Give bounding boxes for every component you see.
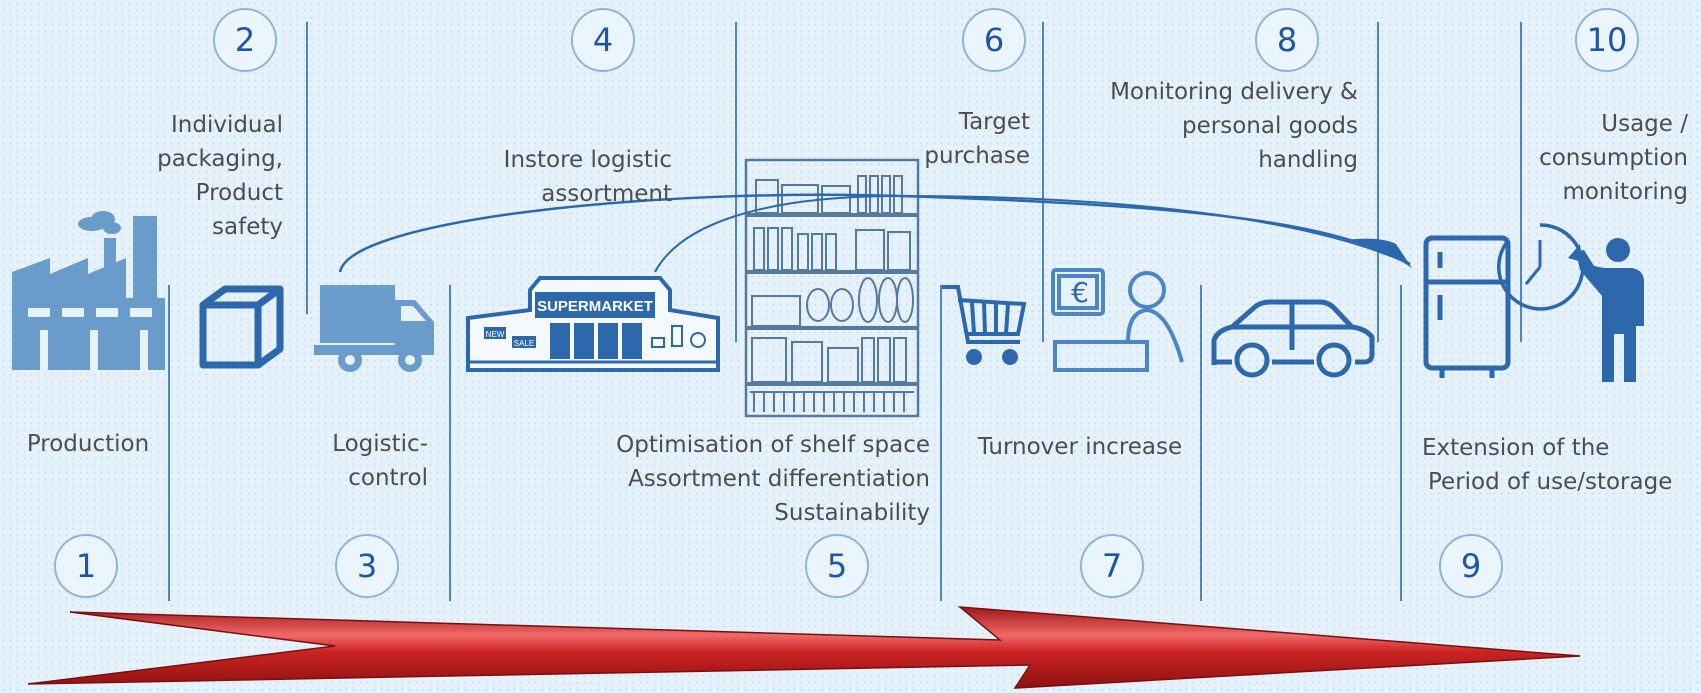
step-10-number: 10	[1575, 8, 1639, 72]
fridge-icon	[1423, 235, 1511, 378]
separator-line	[449, 285, 451, 601]
step-2-number: 2	[213, 8, 277, 72]
badge-sale: SALE	[514, 339, 534, 348]
box-icon	[199, 285, 284, 369]
step-1-label: Production	[26, 431, 150, 457]
separator-line	[168, 285, 170, 601]
cashier-icon: €	[1051, 268, 1184, 372]
step-4-number: 4	[571, 8, 635, 72]
step-8-number: 8	[1255, 8, 1319, 72]
step-10-label: Usage / consumption monitoring	[1539, 111, 1688, 205]
car-icon	[1211, 299, 1375, 378]
step-3-number: 3	[335, 534, 399, 598]
badge-new: NEW	[486, 330, 505, 339]
step-8-label: Monitoring delivery & personal goods han…	[1110, 79, 1358, 173]
step-2-label: Individual packaging, Product safety	[157, 112, 283, 240]
separator-line	[1200, 285, 1202, 601]
step-1-number: 1	[54, 534, 118, 598]
step-3-label: Logistic- control	[332, 431, 428, 491]
step-6-label: Target purchase	[924, 109, 1030, 169]
separator-line	[735, 22, 737, 342]
separator-line	[1400, 285, 1402, 601]
person-clock-icon	[1497, 223, 1644, 382]
process-direction-arrow	[27, 606, 1581, 689]
flow-arrows	[338, 193, 1412, 273]
separator-line	[306, 22, 308, 314]
separator-line	[1042, 22, 1044, 342]
step-5-number: 5	[805, 534, 869, 598]
euro-symbol: €	[1071, 276, 1089, 309]
separator-line	[940, 285, 942, 601]
step-9-label: Extension of the Period of use/storage	[1422, 435, 1673, 495]
separator-line	[1377, 22, 1379, 342]
shelf-icon	[744, 158, 920, 418]
step-9-number: 9	[1439, 534, 1503, 598]
truck-icon	[314, 285, 434, 372]
factory-icon	[12, 211, 165, 370]
step-5-label: Optimisation of shelf space Assortment d…	[616, 432, 930, 526]
step-6-number: 6	[962, 8, 1026, 72]
store-sign-text: SUPERMARKET	[537, 298, 653, 315]
step-7-number: 7	[1080, 534, 1144, 598]
supermarket-icon: SUPERMARKET NEW SALE	[466, 276, 720, 372]
step-7-label: Turnover increase	[977, 434, 1183, 460]
cart-icon	[942, 285, 1027, 365]
step-4-label: Instore logistic assortment	[503, 147, 672, 207]
separator-line	[1520, 22, 1522, 342]
